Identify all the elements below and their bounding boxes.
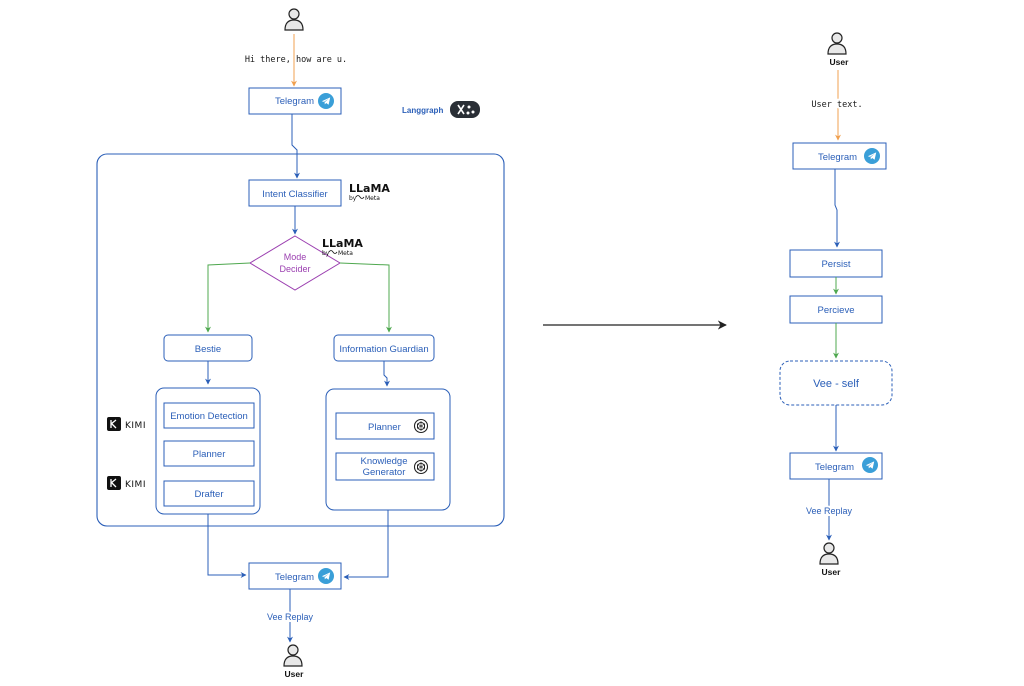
guardian-group: [325, 388, 451, 511]
bestie-node: Bestie: [163, 334, 253, 362]
arrow-decider-to-bestie: [205, 262, 251, 333]
bestie-planner-node: Planner: [163, 440, 255, 467]
telegram-node-bottom-label: Telegram: [275, 572, 314, 583]
bestie-planner-label: Planner: [193, 449, 226, 460]
mode-decider-label-2: Decider: [279, 264, 310, 274]
kimi-logo-1-text: KIMI: [125, 421, 146, 431]
kimi-logo-2-text: KIMI: [125, 480, 146, 490]
telegram-icon: [318, 568, 334, 584]
arrow-telegram-to-classifier: [291, 114, 300, 179]
arrow-bestie-to-telegram: [207, 514, 247, 578]
langgraph-container: [96, 153, 505, 527]
llama-logo-classifier-text: LLaMA: [349, 182, 390, 195]
telegram-icon: [318, 93, 334, 109]
emotion-detection-label: Emotion Detection: [170, 411, 248, 422]
information-guardian-label: Information Guardian: [339, 344, 428, 355]
user-icon: [819, 542, 839, 565]
knowledge-generator-label-1: Knowledge: [360, 456, 407, 467]
llama-logo-decider-text: LLaMA: [322, 237, 363, 250]
langgraph-badge: Langgraph: [402, 101, 480, 118]
llama-logo-classifier: LLaMA by Meta: [349, 182, 390, 202]
user-label-bottom: User: [285, 669, 305, 679]
user-label-top: User: [830, 57, 850, 67]
information-guardian-node: Information Guardian: [333, 334, 435, 362]
telegram-node-right-bottom-label: Telegram: [815, 462, 854, 473]
bestie-label: Bestie: [195, 344, 221, 355]
user-message: Hi there, how are u.: [245, 55, 347, 65]
guardian-planner-label: Planner: [368, 422, 401, 433]
persist-label: Persist: [821, 259, 850, 270]
arrow-telegram-to-persist: [834, 169, 840, 248]
vee-self-label: Vee - self: [813, 378, 860, 390]
guardian-planner-node: Planner: [335, 412, 435, 440]
telegram-icon: [862, 457, 878, 473]
svg-text:by: by: [322, 250, 330, 257]
percieve-node: Percieve: [789, 295, 883, 324]
telegram-node-right-top: Telegram: [792, 142, 887, 170]
telegram-node-top: Telegram: [248, 87, 342, 115]
langgraph-icon: [457, 104, 475, 115]
kimi-logo-2: KIMI: [107, 476, 146, 490]
svg-text:Meta: Meta: [365, 195, 380, 202]
percieve-label: Percieve: [818, 305, 855, 316]
vee-replay-label-right: Vee Replay: [806, 506, 853, 516]
emotion-detection-node: Emotion Detection: [163, 402, 255, 429]
llama-logo-decider: LLaMA by Meta: [322, 237, 363, 257]
telegram-node-top-label: Telegram: [275, 96, 314, 107]
user-icon: [827, 32, 847, 55]
persist-node: Persist: [789, 249, 883, 278]
svg-text:by: by: [349, 195, 357, 202]
arrow-decider-to-guardian: [339, 262, 392, 333]
knowledge-generator-label-2: Generator: [363, 467, 406, 478]
intent-classifier-node: Intent Classifier: [248, 179, 342, 207]
user-icon: [284, 8, 304, 31]
vee-self-node: Vee - self: [779, 360, 893, 406]
svg-text:Meta: Meta: [338, 250, 353, 257]
telegram-node-bottom: Telegram: [248, 562, 342, 590]
arrow-guardian-to-group: [383, 361, 390, 387]
kimi-logo-1: KIMI: [107, 417, 146, 431]
intent-classifier-label: Intent Classifier: [262, 189, 327, 200]
drafter-node: Drafter: [163, 480, 255, 507]
mode-decider-label-1: Mode: [284, 252, 307, 262]
user-icon: [283, 644, 303, 667]
user-label-bottom-right: User: [822, 567, 842, 577]
drafter-label: Drafter: [194, 489, 223, 500]
telegram-node-right-bottom: Telegram: [789, 452, 883, 480]
telegram-icon: [864, 148, 880, 164]
user-text: User text.: [811, 100, 862, 110]
knowledge-generator-node: Knowledge Generator: [335, 452, 435, 481]
arrow-guardian-to-telegram: [343, 510, 389, 580]
telegram-node-right-top-label: Telegram: [818, 152, 857, 163]
mode-decider-node: Mode Decider: [249, 235, 341, 291]
langgraph-label: Langgraph: [402, 106, 443, 115]
vee-replay-label: Vee Replay: [267, 612, 314, 622]
